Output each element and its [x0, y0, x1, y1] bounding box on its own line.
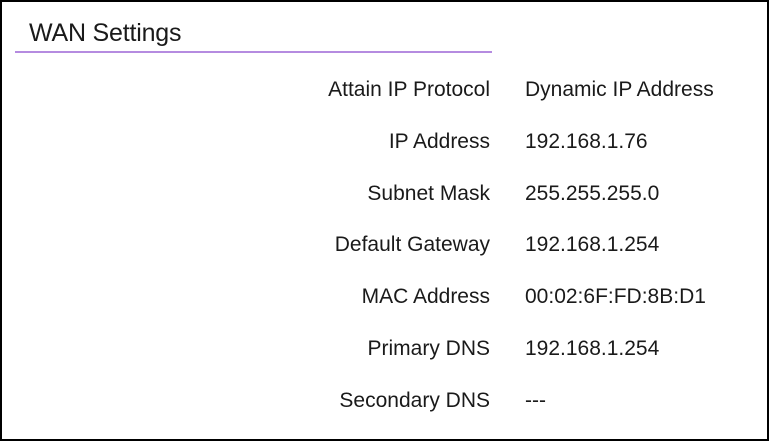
section-title: WAN Settings — [29, 18, 181, 48]
default-gateway-value: 192.168.1.254 — [525, 232, 659, 258]
secondary-dns-value: --- — [525, 388, 546, 414]
mac-address-label: MAC Address — [362, 284, 490, 310]
row-subnet-mask: Subnet Mask 255.255.255.0 — [2, 173, 767, 225]
row-secondary-dns: Secondary DNS --- — [2, 380, 767, 432]
row-mac-address: MAC Address 00:02:6F:FD:8B:D1 — [2, 276, 767, 328]
default-gateway-label: Default Gateway — [335, 232, 490, 258]
subnet-mask-label: Subnet Mask — [367, 181, 490, 207]
row-primary-dns: Primary DNS 192.168.1.254 — [2, 328, 767, 380]
title-divider — [15, 51, 492, 53]
primary-dns-label: Primary DNS — [367, 336, 490, 362]
ip-address-value: 192.168.1.76 — [525, 129, 648, 155]
row-attain-ip-protocol: Attain IP Protocol Dynamic IP Address — [2, 69, 767, 121]
row-ip-address: IP Address 192.168.1.76 — [2, 121, 767, 173]
wan-info-table: Attain IP Protocol Dynamic IP Address IP… — [2, 69, 767, 432]
secondary-dns-label: Secondary DNS — [339, 388, 490, 414]
mac-address-value: 00:02:6F:FD:8B:D1 — [525, 284, 706, 310]
row-default-gateway: Default Gateway 192.168.1.254 — [2, 224, 767, 276]
primary-dns-value: 192.168.1.254 — [525, 336, 659, 362]
ip-address-label: IP Address — [389, 129, 490, 155]
attain-ip-protocol-value: Dynamic IP Address — [525, 77, 714, 103]
subnet-mask-value: 255.255.255.0 — [525, 181, 659, 207]
attain-ip-protocol-label: Attain IP Protocol — [328, 77, 490, 103]
